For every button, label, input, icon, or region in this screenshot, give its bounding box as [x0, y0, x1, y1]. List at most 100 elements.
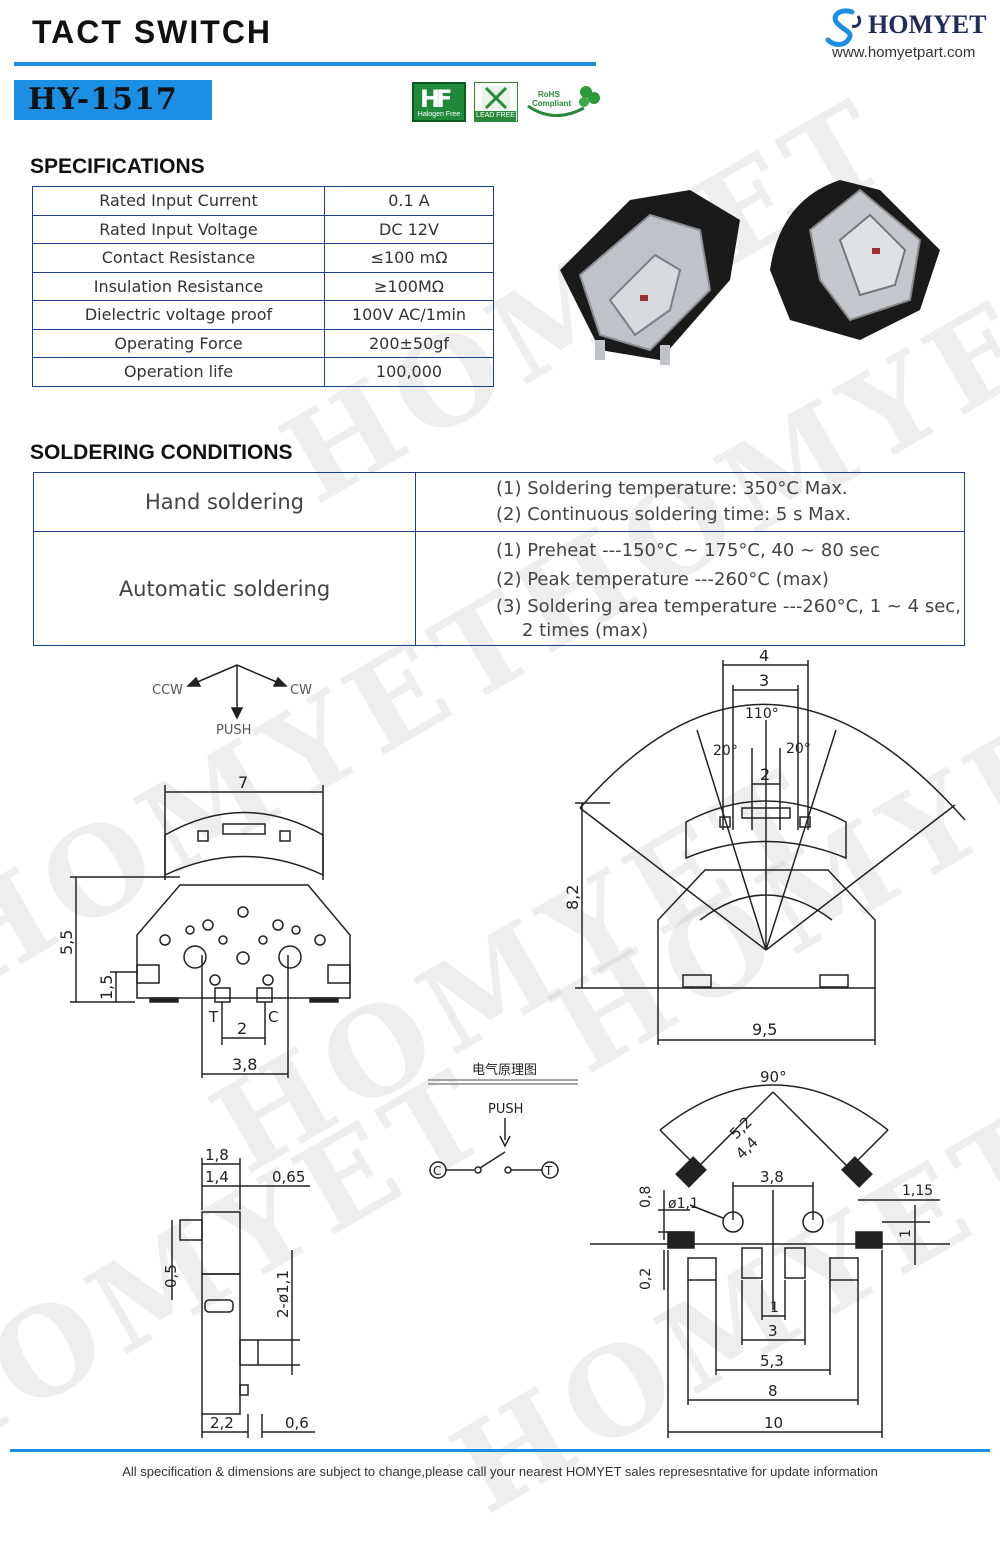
angle-20-right: 20° — [786, 741, 811, 757]
dim-1-8: 1,8 — [205, 1146, 229, 1164]
condition-line: 2 times (max) — [522, 619, 649, 641]
switch-image-right — [770, 180, 940, 340]
top-view-drawing: 4 3 110° 20° 20° 2 8,2 9,5 — [563, 650, 966, 1045]
spec-value: 200±50gf — [324, 328, 494, 358]
title-divider — [14, 62, 596, 66]
dim-4: 4 — [759, 650, 769, 665]
dim-3-8: 3,8 — [232, 1055, 257, 1074]
dim-8: 8 — [768, 1382, 778, 1400]
dim-3: 3 — [759, 671, 769, 690]
brand-name: HOMYET — [868, 10, 987, 39]
rohs-leaf-icon — [527, 86, 600, 117]
dim-0-5: 0,5 — [162, 1264, 180, 1288]
spec-label: Contact Resistance — [32, 243, 325, 273]
automatic-soldering-label: Automatic soldering — [33, 531, 416, 646]
dim-0-6: 0,6 — [285, 1414, 309, 1432]
switch-image-left — [560, 190, 740, 365]
dim-2: 2 — [237, 1019, 247, 1038]
schematic-title: 电气原理图 — [472, 1062, 537, 1078]
spec-value: ≤100 mΩ — [324, 243, 494, 273]
rohs-compliant-label: Compliant — [532, 99, 572, 108]
dim-5-3: 5,3 — [760, 1352, 784, 1370]
dim-2-phi-1-1: 2-ø1,1 — [274, 1270, 292, 1318]
homyet-logo-icon — [825, 8, 862, 47]
spec-label: Rated Input Voltage — [32, 214, 325, 244]
hand-soldering-label: Hand soldering — [33, 472, 416, 532]
cw-label: CW — [290, 683, 312, 698]
condition-line: (3) Soldering area temperature ---260°C,… — [496, 595, 961, 617]
svg-text:F: F — [436, 85, 452, 111]
front-view-drawing: 7 5,5 1,5 T C 2 3,8 — [57, 773, 351, 1078]
dim-8-2: 8,2 — [563, 885, 582, 910]
spec-label: Operating Force — [32, 328, 325, 358]
table-row: Hand soldering (1) Soldering temperature… — [33, 472, 965, 532]
spec-value: 100,000 — [324, 357, 494, 387]
halogen-free-badge: H F Halogen Free — [412, 82, 466, 122]
angle-110: 110° — [745, 706, 779, 722]
circuit-schematic: 电气原理图 PUSH C T — [428, 1062, 578, 1179]
condition-line: (2) Continuous soldering time: 5 s Max. — [496, 504, 852, 525]
dim-0-2: 0,2 — [638, 1268, 654, 1290]
svg-text:H: H — [420, 85, 440, 111]
brand-url[interactable]: www.homyetpart.com — [832, 44, 976, 61]
dim-1: 1 — [770, 1300, 779, 1316]
table-row: Automatic soldering (1) Preheat ---150°C… — [33, 531, 965, 646]
rohs-label: RoHS — [538, 90, 560, 99]
dim-2-2: 2,2 — [210, 1414, 234, 1432]
dim-1-15: 1,15 — [902, 1183, 933, 1199]
schematic-push-label: PUSH — [488, 1102, 523, 1117]
dim-0-8: 0,8 — [638, 1186, 654, 1208]
spec-label: Rated Input Current — [32, 186, 325, 216]
dim-1-5: 1,5 — [97, 975, 116, 1000]
spec-label: Operation life — [32, 357, 325, 387]
rohs-badge: RoHS Compliant — [524, 82, 602, 122]
dim-3-footprint: 3 — [768, 1322, 778, 1340]
dim-2-top: 2 — [760, 765, 770, 784]
pcb-footprint-drawing: 90° 5,2 4,4 3,8 ø1,1 0,8 0,2 1,15 1 1 — [590, 1068, 950, 1438]
dim-5-5: 5,5 — [57, 930, 76, 955]
spec-label: Dielectric voltage proof — [32, 300, 325, 330]
hf-icon: H F — [420, 85, 452, 111]
table-row: Insulation Resistance≥100MΩ — [32, 271, 494, 301]
model-banner — [14, 80, 212, 120]
lead-free-label: LEAD FREE — [475, 111, 516, 121]
schematic-t-label: T — [544, 1164, 553, 1178]
condition-line: (1) Preheat ---150°C ~ 175°C, 40 ~ 80 se… — [496, 539, 880, 561]
dim-10: 10 — [764, 1414, 783, 1432]
rotation-direction-diagram: CCW CW PUSH — [152, 664, 312, 738]
dim-0-65: 0,65 — [272, 1168, 305, 1186]
angle-90: 90° — [760, 1068, 787, 1086]
schematic-c-label: C — [433, 1164, 441, 1178]
ccw-label: CCW — [152, 683, 183, 698]
condition-line: (2) Peak temperature ---260°C (max) — [496, 568, 829, 590]
spec-value: 100V AC/1min — [324, 300, 494, 330]
hand-soldering-values: (1) Soldering temperature: 350°C Max. (2… — [415, 472, 965, 532]
footer-divider — [10, 1449, 990, 1452]
phi-1-1: ø1,1 — [668, 1196, 699, 1212]
spec-value: 0.1 A — [324, 186, 494, 216]
side-view-drawing: 1,8 1,4 0,65 0,5 2-ø1,1 2,2 0,6 — [162, 1146, 315, 1438]
condition-line: (1) Soldering temperature: 350°C Max. — [496, 478, 848, 499]
dim-1-right: 1 — [898, 1229, 914, 1238]
technical-drawing: CCW CW PUSH 7 5,5 1,5 T C 2 — [57, 650, 966, 1438]
specifications-heading: SPECIFICATIONS — [30, 155, 205, 178]
model-number: HY-1517 — [28, 82, 178, 117]
table-row: Contact Resistance≤100 mΩ — [32, 243, 494, 273]
soldering-heading: SOLDERING CONDITIONS — [30, 441, 293, 464]
lead-free-cross-icon — [482, 86, 510, 110]
halogen-free-label: Halogen Free — [417, 111, 461, 118]
spec-value: ≥100MΩ — [324, 271, 494, 301]
dim-9-5: 9,5 — [752, 1020, 777, 1039]
dim-3-8-footprint: 3,8 — [760, 1168, 784, 1186]
angle-20-left: 20° — [713, 743, 738, 759]
soldering-table: Hand soldering (1) Soldering temperature… — [33, 472, 965, 646]
terminal-t-label: T — [208, 1008, 219, 1026]
spec-value: DC 12V — [324, 214, 494, 244]
page-title: TACT SWITCH — [32, 14, 273, 50]
